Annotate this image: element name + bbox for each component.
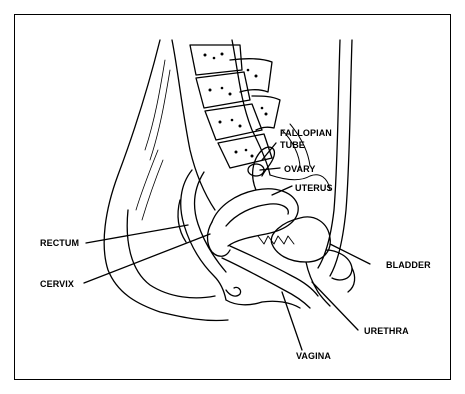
rectum-wall	[178, 200, 186, 242]
label-urethra: URETHRA	[364, 326, 409, 336]
vagina-lower	[222, 258, 310, 308]
label-rectum: RECTUM	[40, 238, 79, 248]
anus	[226, 287, 241, 296]
back-muscle-hatching	[136, 60, 170, 220]
uterus-cavity	[226, 204, 288, 226]
label-cervix: CERVIX	[40, 279, 74, 289]
cervix	[208, 222, 231, 256]
buttocks-inner-contour	[127, 210, 215, 298]
label-fallopian-line1: FALLOPIAN	[280, 128, 332, 138]
sacrum-vertebrae	[172, 40, 280, 210]
label-fallopian-line2: TUBE	[280, 140, 305, 150]
leader-rectum	[86, 225, 188, 243]
abdominal-wall-outer	[330, 40, 352, 276]
perineum-contour	[226, 300, 300, 308]
vagina-upper	[230, 246, 318, 296]
label-ovary: OVARY	[284, 164, 316, 174]
leader-vagina	[282, 292, 302, 350]
label-vagina: VAGINA	[296, 351, 331, 361]
bladder-folds	[258, 236, 294, 244]
label-bladder: BLADDER	[386, 260, 431, 270]
leader-cervix	[84, 234, 210, 283]
uterus	[212, 189, 298, 246]
body-outline-back	[104, 40, 228, 321]
label-uterus: UTERUS	[295, 183, 333, 193]
